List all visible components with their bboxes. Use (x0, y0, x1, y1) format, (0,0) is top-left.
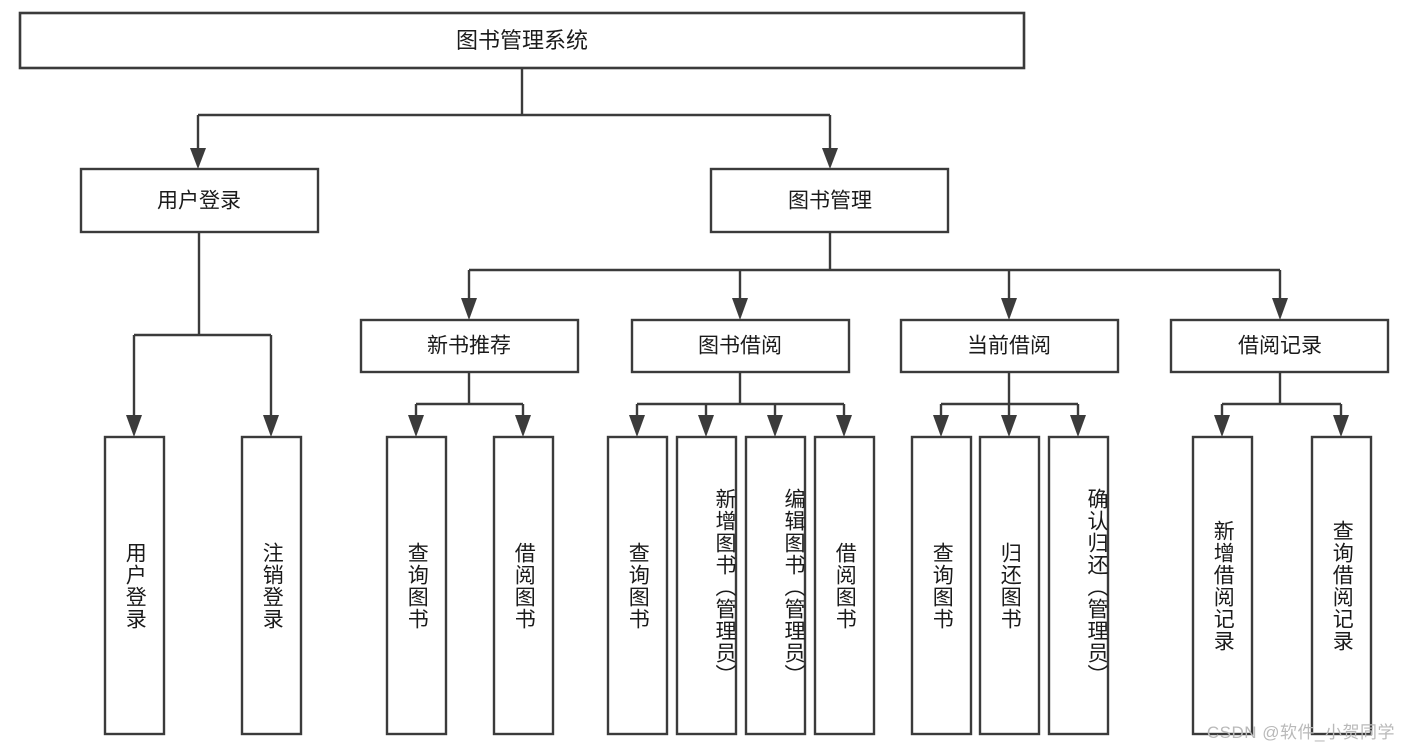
leaf-box-user-login-login[interactable] (103, 435, 166, 736)
arrow-head-leaf-user-login (126, 415, 142, 437)
arrow-head-bookborrow-leaf-4 (836, 415, 852, 437)
node-current-borrow-label: 当前借阅 (967, 335, 1051, 358)
arrow-head-user-login (190, 148, 206, 169)
node-borrow-record-box[interactable] (1169, 318, 1390, 374)
leaf-box-borrowrecord-add[interactable] (1191, 435, 1254, 736)
node-borrow-record[interactable]: 借阅记录 (1169, 318, 1390, 374)
arrow-head-new-book (461, 298, 477, 320)
node-root[interactable]: 图书管理系统 (18, 11, 1026, 70)
arrow-head-currentborrow-leaf-1 (933, 415, 949, 437)
node-root-box[interactable] (18, 11, 1026, 70)
node-user-login-label: 用户登录 (157, 190, 241, 213)
arrow-head-bookborrow-leaf-2 (698, 415, 714, 437)
leaf-box-bookborrow-edit[interactable] (744, 435, 807, 736)
node-book-manage-label: 图书管理 (788, 190, 872, 213)
arrow-head-borrow-record (1272, 298, 1288, 320)
connector-layer (126, 68, 1349, 437)
arrow-head-borrowrecord-leaf-2 (1333, 415, 1349, 437)
leaf-box-bookborrow-add[interactable] (675, 435, 738, 736)
node-book-borrow[interactable]: 图书借阅 (630, 318, 851, 374)
leaf-box-newbook-borrow[interactable] (492, 435, 555, 736)
leaf-box-user-login-logout[interactable] (240, 435, 303, 736)
arrow-head-current-borrow (1001, 298, 1017, 320)
node-new-book-recommend-box[interactable] (359, 318, 580, 374)
arrow-head-book-manage (822, 148, 838, 169)
arrow-head-bookborrow-leaf-3 (767, 415, 783, 437)
leaf-box-currentborrow-confirm[interactable] (1047, 435, 1110, 736)
node-current-borrow[interactable]: 当前借阅 (899, 318, 1120, 374)
arrow-head-borrowrecord-leaf-1 (1214, 415, 1230, 437)
arrow-head-leaf-logout (263, 415, 279, 437)
node-book-borrow-label: 图书借阅 (698, 335, 782, 358)
leaf-box-currentborrow-return[interactable] (978, 435, 1041, 736)
watermark-text: CSDN @软件_小贺同学 (1206, 723, 1395, 742)
arrow-head-newbook-leaf-1 (408, 415, 424, 437)
node-borrow-record-label: 借阅记录 (1238, 335, 1322, 358)
node-book-borrow-box[interactable] (630, 318, 851, 374)
node-root-label: 图书管理系统 (456, 28, 588, 53)
leaf-box-currentborrow-query[interactable] (910, 435, 973, 736)
node-new-book-recommend-label: 新书推荐 (427, 335, 511, 358)
node-book-manage[interactable]: 图书管理 (709, 167, 950, 234)
arrow-head-currentborrow-leaf-3 (1070, 415, 1086, 437)
leaf-box-bookborrow-borrow[interactable] (813, 435, 876, 736)
node-user-login[interactable]: 用户登录 (79, 167, 320, 234)
arrow-head-currentborrow-leaf-2 (1001, 415, 1017, 437)
node-user-login-box[interactable] (79, 167, 320, 234)
leaf-box-borrowrecord-query[interactable] (1310, 435, 1373, 736)
leaf-box-bookborrow-query[interactable] (606, 435, 669, 736)
leaf-box-newbook-query[interactable] (385, 435, 448, 736)
arrow-head-newbook-leaf-2 (515, 415, 531, 437)
arrow-head-bookborrow-leaf-1 (629, 415, 645, 437)
node-book-manage-box[interactable] (709, 167, 950, 234)
node-current-borrow-box[interactable] (899, 318, 1120, 374)
arrow-head-book-borrow (732, 298, 748, 320)
node-new-book-recommend[interactable]: 新书推荐 (359, 318, 580, 374)
